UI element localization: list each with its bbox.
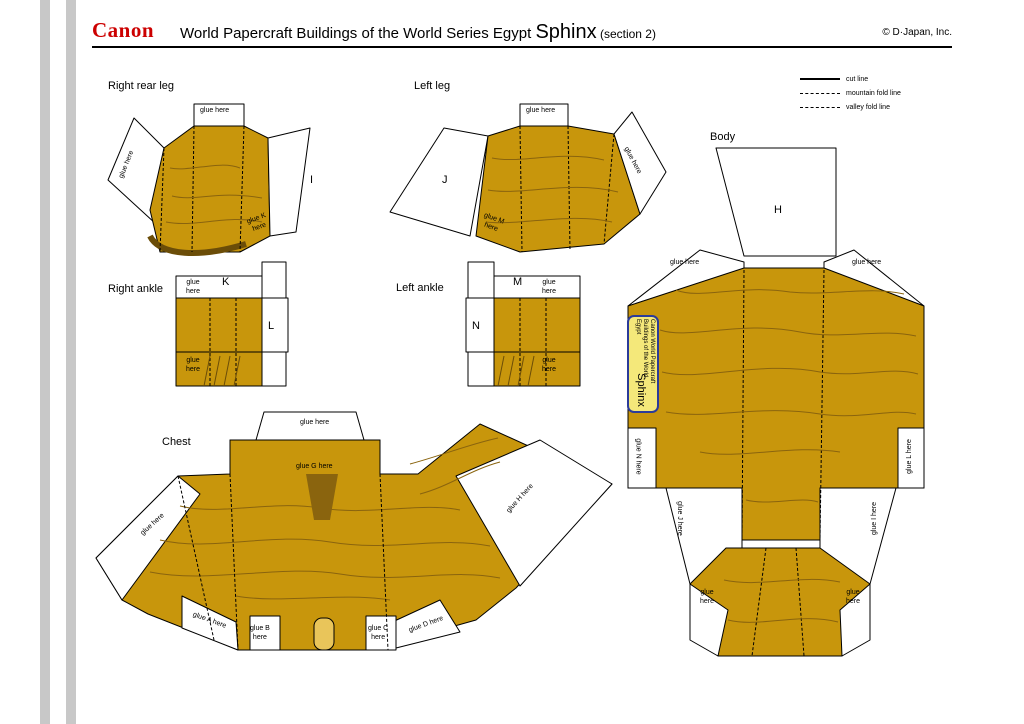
note-glue-body-lower-right-l2: here — [846, 598, 861, 605]
legend-valley: valley fold line — [800, 100, 901, 114]
legend-valley-label: valley fold line — [846, 103, 890, 111]
left-gutter-bar-2 — [66, 0, 76, 724]
note-glue-la-bottom-l1: glue — [542, 357, 556, 364]
chest-piece — [95, 411, 613, 651]
note-glue-i: glue I here — [871, 501, 879, 536]
line-legend: cut line mountain fold line valley fold … — [800, 72, 901, 114]
note-glue-body-lower-left-l1: glue — [700, 589, 714, 596]
label-left-ankle: Left ankle — [396, 282, 444, 294]
right-ankle-piece — [175, 261, 289, 387]
right-rear-leg-piece — [107, 103, 311, 256]
note-glue-ra-bottom: glue here — [186, 356, 200, 374]
note-glue-body-lower-left-l2: here — [700, 598, 715, 605]
page-title: World Papercraft Buildings of the World … — [180, 21, 656, 44]
letter-m: M — [513, 276, 523, 288]
letter-h: H — [774, 204, 782, 216]
letter-k: K — [222, 276, 230, 288]
note-glue-body-lower-right: glue here — [846, 588, 860, 606]
note-glue-ra-top-l1: glue — [186, 279, 200, 286]
note-glue-here-rrl: glue here — [200, 107, 230, 114]
note-glue-g: glue G here — [296, 463, 333, 470]
note-glue-ra-top: glue here — [186, 278, 200, 296]
note-glue-here-body-left: glue here — [670, 259, 700, 266]
note-glue-c-l2: here — [371, 634, 386, 641]
plaque-sphinx: Sphinx — [634, 373, 647, 407]
note-glue-l: glue L here — [905, 439, 913, 474]
note-glue-j: glue J here — [675, 501, 683, 536]
left-ankle-piece — [465, 261, 581, 387]
note-glue-b: glue B here — [250, 624, 270, 642]
plaque-line-1: Canon World Papercraft — [649, 319, 655, 384]
note-glue-c: glue C here — [368, 624, 388, 642]
legend-cut: cut line — [800, 72, 901, 86]
label-left-leg: Left leg — [414, 80, 451, 92]
note-glue-la-top: glue here — [542, 278, 556, 296]
note-glue-here-body-right: glue here — [852, 259, 882, 266]
note-glue-la-top-l2: here — [542, 288, 557, 295]
note-glue-la-top-l1: glue — [542, 279, 556, 286]
letter-n: N — [472, 320, 480, 332]
note-glue-body-lower-right-l1: glue — [846, 589, 860, 596]
body-piece — [627, 147, 925, 657]
canon-logo: Canon — [92, 18, 155, 42]
note-glue-b-l1: glue B — [250, 625, 270, 632]
note-glue-ra-top-l2: here — [186, 288, 201, 295]
title-main: World Papercraft Buildings of the World … — [180, 25, 536, 42]
title-sphinx: Sphinx — [535, 21, 597, 43]
note-glue-here-ll: glue here — [526, 107, 556, 114]
legend-mountain: mountain fold line — [800, 86, 901, 100]
legend-mountain-label: mountain fold line — [846, 89, 901, 97]
note-glue-c-l1: glue C — [368, 625, 389, 632]
note-glue-la-bottom-l2: here — [542, 366, 557, 373]
legend-cut-label: cut line — [846, 75, 869, 83]
note-glue-ra-bottom-l1: glue — [186, 357, 200, 364]
label-chest: Chest — [162, 436, 191, 448]
letter-j: J — [442, 174, 448, 186]
copyright: © D·Japan, Inc. — [882, 27, 952, 38]
left-gutter-bar-1 — [40, 0, 50, 724]
left-leg-piece — [389, 103, 667, 253]
note-glue-n: glue N here — [634, 438, 642, 475]
note-glue-ra-bottom-l2: here — [186, 366, 201, 373]
label-right-rear-leg: Right rear leg — [108, 80, 175, 92]
header-rule — [92, 46, 952, 48]
note-glue-b-l2: here — [252, 634, 267, 641]
note-glue-here-chest-top: glue here — [300, 419, 330, 426]
letter-l: L — [268, 320, 275, 332]
title-section: (section 2) — [596, 27, 656, 41]
letter-i: I — [310, 174, 314, 186]
note-glue-body-lower-left: glue here — [700, 588, 714, 606]
note-glue-la-bottom: glue here — [542, 356, 556, 374]
label-right-ankle: Right ankle — [108, 283, 164, 295]
page-header: Canon World Papercraft Buildings of the … — [92, 18, 952, 48]
label-body: Body — [710, 131, 736, 143]
